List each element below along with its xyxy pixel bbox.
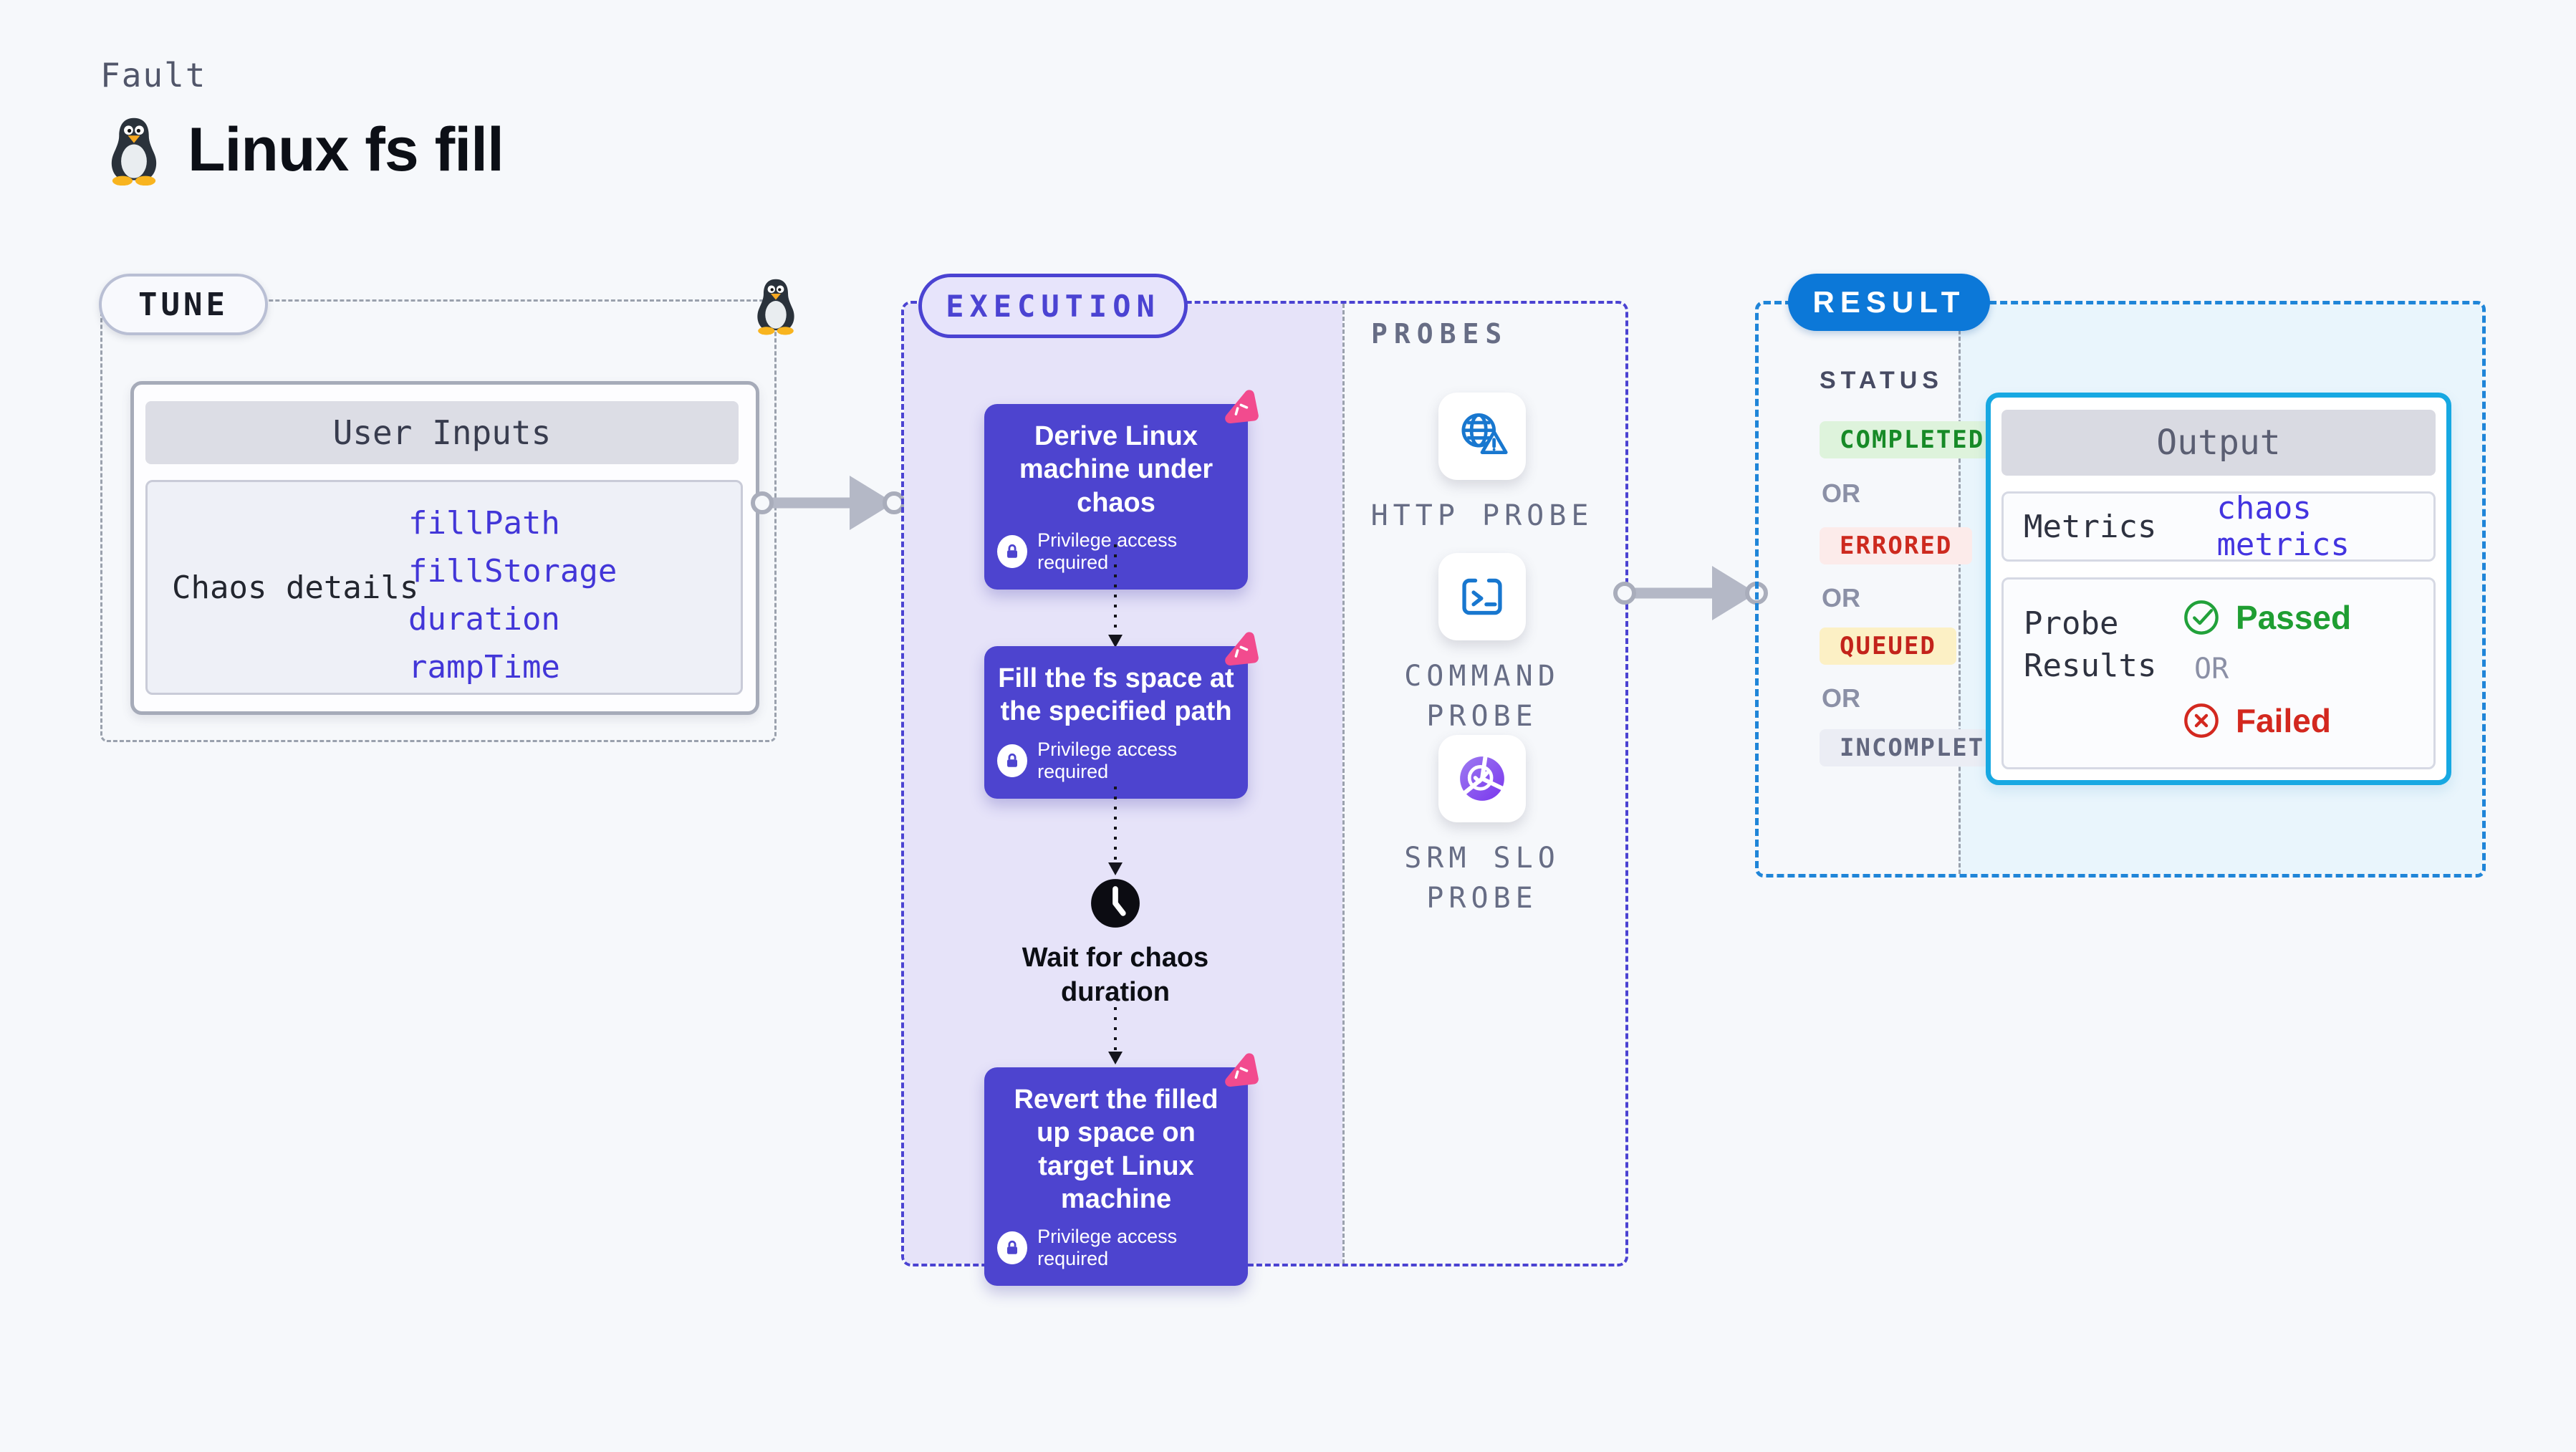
user-inputs-table: Chaos details fillPath fillStorage durat… [145,480,743,695]
step-title: Revert the filled up space on target Lin… [1014,1085,1219,1215]
privilege-note-text: Privilege access required [1037,738,1178,782]
probes-label: PROBES [1371,318,1509,350]
globe-warning-icon [1461,413,1508,454]
failed-line: Failed [2183,701,2351,740]
result-divider [1959,304,1961,874]
passed-text: Passed [2236,599,2352,636]
user-inputs-title: User Inputs [145,401,739,464]
failed-x-icon [2184,703,2219,738]
privilege-note: Privilege access required [997,529,1235,574]
tune-section-box [100,299,777,742]
or-separator: OR [1822,479,1860,508]
result-badge: RESULT [1788,274,1990,331]
step-title: Fill the fs space at the specified path [998,663,1234,727]
status-badge-errored: ERRORED [1820,527,1973,564]
metrics-row: Metrics chaos metrics [2001,490,2436,563]
flow-connector-arrow [1108,997,1123,1064]
execution-probes-divider [1342,304,1345,1264]
privilege-note: Privilege access required [997,1226,1235,1270]
output-title: Output [2001,410,2436,476]
failed-text: Failed [2236,702,2331,739]
lock-icon [997,535,1028,569]
param-fillstorage[interactable]: fillStorage [408,553,617,590]
probe-command[interactable]: COMMAND PROBE [1353,553,1611,736]
status-badge-queued: QUEUED [1820,628,1956,665]
execution-badge: EXECUTION [918,274,1188,338]
tux-penguin-icon [111,117,157,186]
lock-icon [997,1231,1028,1265]
wait-step: Wait for chaos duration [997,877,1234,1009]
lock-icon [997,744,1028,777]
step-title: Derive Linux machine under chaos [1019,421,1213,518]
slo-donut-check-icon [1460,755,1504,801]
or-separator: OR [2194,653,2229,686]
chaos-details-label: Chaos details [172,569,419,606]
flow-connector-arrow [1108,544,1123,648]
tune-badge: TUNE [99,274,268,335]
page-title: Linux fs fill [188,115,504,184]
http-probe-card[interactable] [1438,393,1526,480]
metrics-label: Metrics [2024,508,2157,545]
param-fillpath[interactable]: fillPath [408,505,560,542]
step-card-revert-space[interactable]: Revert the filled up space on target Lin… [984,1053,1259,1287]
probe-results-label: Probe Results [2024,605,2157,685]
privilege-note-text: Privilege access required [1037,1226,1178,1270]
metrics-value-link[interactable]: chaos metrics [2216,490,2350,563]
chaos-badge-icon [1225,390,1259,423]
tune-to-execution-arrow [751,476,905,530]
wait-step-title: Wait for chaos duration [1022,943,1209,1007]
status-badge-completed: COMPLETED [1820,421,2005,458]
command-probe-label: COMMAND PROBE [1404,660,1560,733]
status-label: STATUS [1820,367,1943,394]
fault-kicker: Fault [100,56,207,95]
command-probe-card[interactable] [1438,553,1526,640]
or-separator: OR [1822,683,1860,713]
chaos-badge-icon [1225,1053,1259,1087]
privilege-note: Privilege access required [997,739,1235,783]
probe-results-row: Probe Results Passed OR Failed [2001,577,2436,769]
step-card-derive-machine[interactable]: Derive Linux machine under chaos Privile… [984,390,1259,590]
step-card-fill-fs[interactable]: Fill the fs space at the specified path … [984,632,1259,799]
srm-slo-probe-label: SRM SLO PROBE [1404,842,1560,915]
chaos-badge-icon [1225,632,1259,665]
flow-connector-arrow [1108,787,1123,875]
srm-slo-probe-card[interactable] [1438,735,1526,822]
probe-http[interactable]: HTTP PROBE [1353,393,1611,536]
probe-srm-slo[interactable]: SRM SLO PROBE [1353,735,1611,918]
http-probe-label: HTTP PROBE [1370,499,1594,532]
terminal-icon [1462,578,1502,615]
page-title-row: Linux fs fill [106,115,504,186]
passed-line: Passed [2183,598,2351,637]
or-separator: OR [1822,583,1860,612]
clock-icon [1091,879,1140,928]
tux-penguin-small-icon [757,279,794,335]
passed-check-icon [2184,600,2219,635]
execution-section-box: Derive Linux machine under chaos Privile… [901,301,1628,1287]
param-ramptime[interactable]: rampTime [408,649,560,686]
execution-to-result-arrow [1613,566,1768,620]
param-duration[interactable]: duration [408,601,560,638]
privilege-note-text: Privilege access required [1037,529,1178,574]
